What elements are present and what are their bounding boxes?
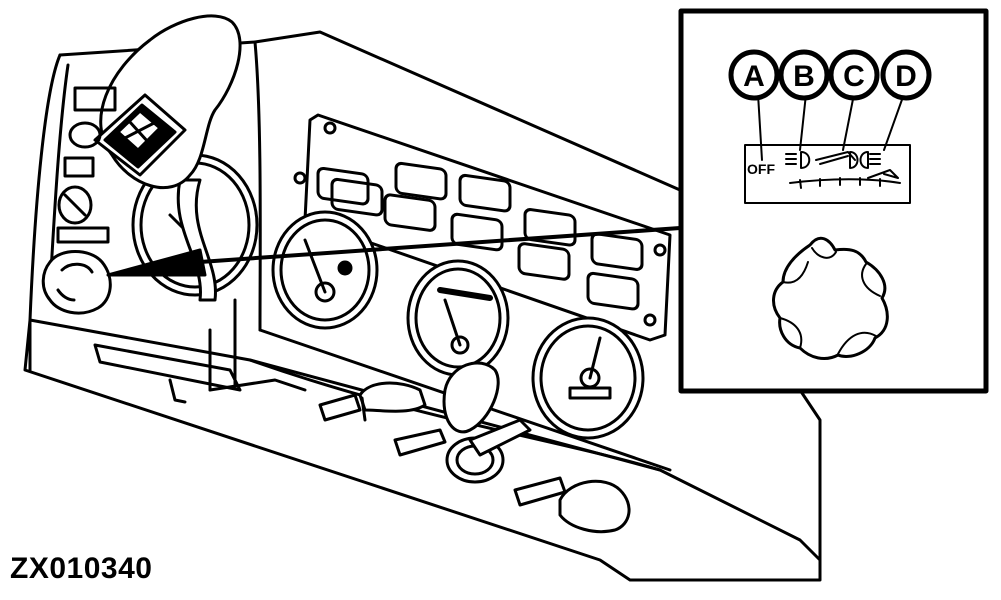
callout-a-letter: A [743, 60, 765, 93]
switch-scale-plate [744, 144, 911, 204]
callout-c-letter: C [843, 60, 865, 93]
parking-light-icon [785, 151, 811, 169]
low-beam-icon [815, 151, 859, 169]
callout-b: B [778, 49, 830, 101]
light-switch-knob [772, 236, 889, 360]
hour-meter-gauge [531, 316, 645, 440]
off-label: OFF [747, 161, 775, 177]
temperature-gauge [406, 259, 510, 377]
control-lever [93, 14, 242, 302]
callout-b-letter: B [793, 60, 815, 93]
high-beam-icon [859, 151, 899, 179]
callout-d-letter: D [895, 60, 917, 93]
light-switch-knob-small [41, 250, 112, 315]
callout-arrow [106, 226, 682, 277]
lower-controls [318, 361, 631, 534]
callout-c: C [828, 49, 880, 101]
callout-d: D [880, 49, 932, 101]
figure-caption: ZX010340 [10, 552, 153, 585]
callout-a: A OFF [728, 49, 780, 177]
left-switches [56, 86, 117, 244]
left-gauge [271, 210, 379, 330]
